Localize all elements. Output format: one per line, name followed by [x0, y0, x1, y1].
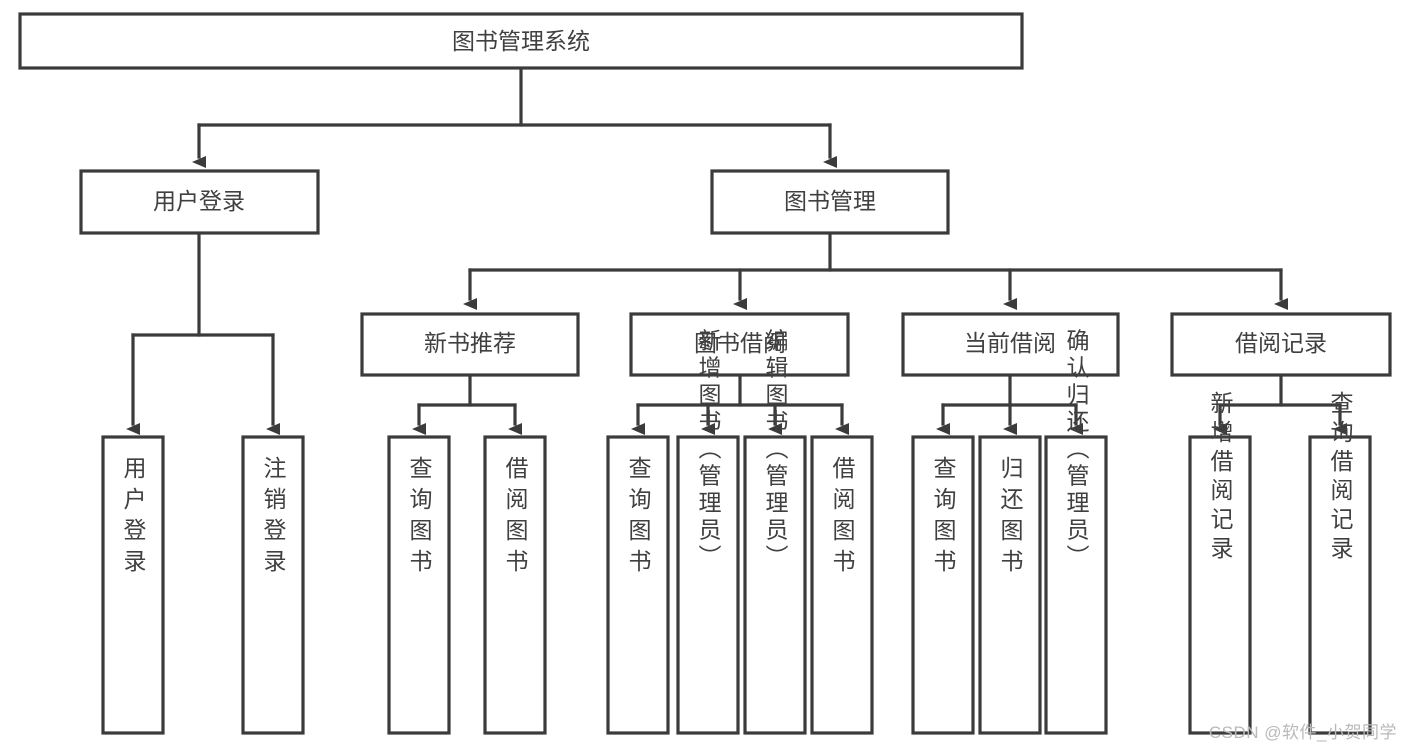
node-leaf-query-book-1[interactable]: 查询图书 [387, 435, 451, 735]
connectors-root-to-level2 [192, 66, 837, 168]
connectors-newbook-to-leaves [412, 373, 522, 435]
node-leaf-query-book-2[interactable]: 查询图书 [606, 435, 670, 735]
node-leaf-query-book-3-label: 查询图书 [930, 456, 957, 580]
node-new-book-recommend[interactable]: 新书推荐 [360, 312, 580, 377]
connectors-login-to-leaves [126, 231, 280, 435]
node-leaf-query-book-1-label: 查询图书 [406, 456, 433, 580]
node-leaf-query-book-2-label: 查询图书 [625, 456, 652, 580]
node-borrow-record-label: 借阅记录 [1235, 330, 1327, 356]
node-root[interactable]: 图书管理系统 [18, 12, 1024, 70]
node-leaf-query-borrow-record-label: 查询借阅记录 [1327, 391, 1354, 565]
node-new-book-recommend-label: 新书推荐 [424, 330, 516, 356]
node-leaf-logout-label: 注销登录 [260, 456, 287, 580]
node-leaf-confirm-return-admin[interactable]: 确认归还（管理员） [1044, 329, 1108, 735]
connectors-borrow-to-leaves [631, 373, 849, 435]
node-leaf-add-borrow-record-label: 新增借阅记录 [1207, 391, 1234, 565]
node-leaf-return-book[interactable]: 归还图书 [978, 435, 1042, 735]
connectors-books-to-level3 [463, 231, 1288, 310]
node-book-borrow-label: 图书借阅 [694, 330, 786, 356]
node-leaf-add-book-admin-label: 新增图书（管理员） [695, 329, 722, 572]
node-book-borrow[interactable]: 图书借阅 [629, 312, 850, 377]
node-leaf-add-borrow-record[interactable]: 新增借阅记录 [1188, 391, 1252, 735]
node-leaf-edit-book-admin[interactable]: 编辑图书（管理员） [743, 329, 807, 735]
node-leaf-confirm-return-admin-label: 确认归还（管理员） [1063, 329, 1090, 572]
node-leaf-query-book-3[interactable]: 查询图书 [911, 435, 975, 735]
node-book-management[interactable]: 图书管理 [710, 169, 950, 235]
node-current-borrow-label: 当前借阅 [964, 330, 1056, 356]
connectors-record-to-leaves [1213, 373, 1347, 435]
node-leaf-borrow-book-2-label: 借阅图书 [829, 456, 856, 580]
node-leaf-logout[interactable]: 注销登录 [241, 435, 305, 735]
csdn-watermark: CSDN @软件_小贺同学 [1208, 723, 1397, 742]
node-leaf-user-login-label: 用户登录 [120, 456, 147, 580]
node-leaf-user-login[interactable]: 用户登录 [101, 435, 165, 735]
node-leaf-borrow-book-1[interactable]: 借阅图书 [483, 435, 547, 735]
node-leaf-query-borrow-record[interactable]: 查询借阅记录 [1308, 391, 1372, 735]
node-current-borrow[interactable]: 当前借阅 [901, 312, 1120, 377]
node-user-login-label: 用户登录 [153, 188, 245, 214]
node-book-management-label: 图书管理 [784, 188, 876, 214]
node-user-login[interactable]: 用户登录 [79, 169, 320, 235]
node-leaf-add-book-admin[interactable]: 新增图书（管理员） [676, 329, 740, 735]
connectors-current-to-leaves [936, 373, 1083, 435]
node-leaf-edit-book-admin-label: 编辑图书（管理员） [762, 329, 789, 572]
node-leaf-borrow-book-1-label: 借阅图书 [502, 456, 529, 580]
node-leaf-return-book-label: 归还图书 [997, 456, 1024, 580]
node-leaf-borrow-book-2[interactable]: 借阅图书 [810, 435, 874, 735]
node-root-label: 图书管理系统 [452, 28, 590, 54]
node-borrow-record[interactable]: 借阅记录 [1170, 312, 1392, 377]
